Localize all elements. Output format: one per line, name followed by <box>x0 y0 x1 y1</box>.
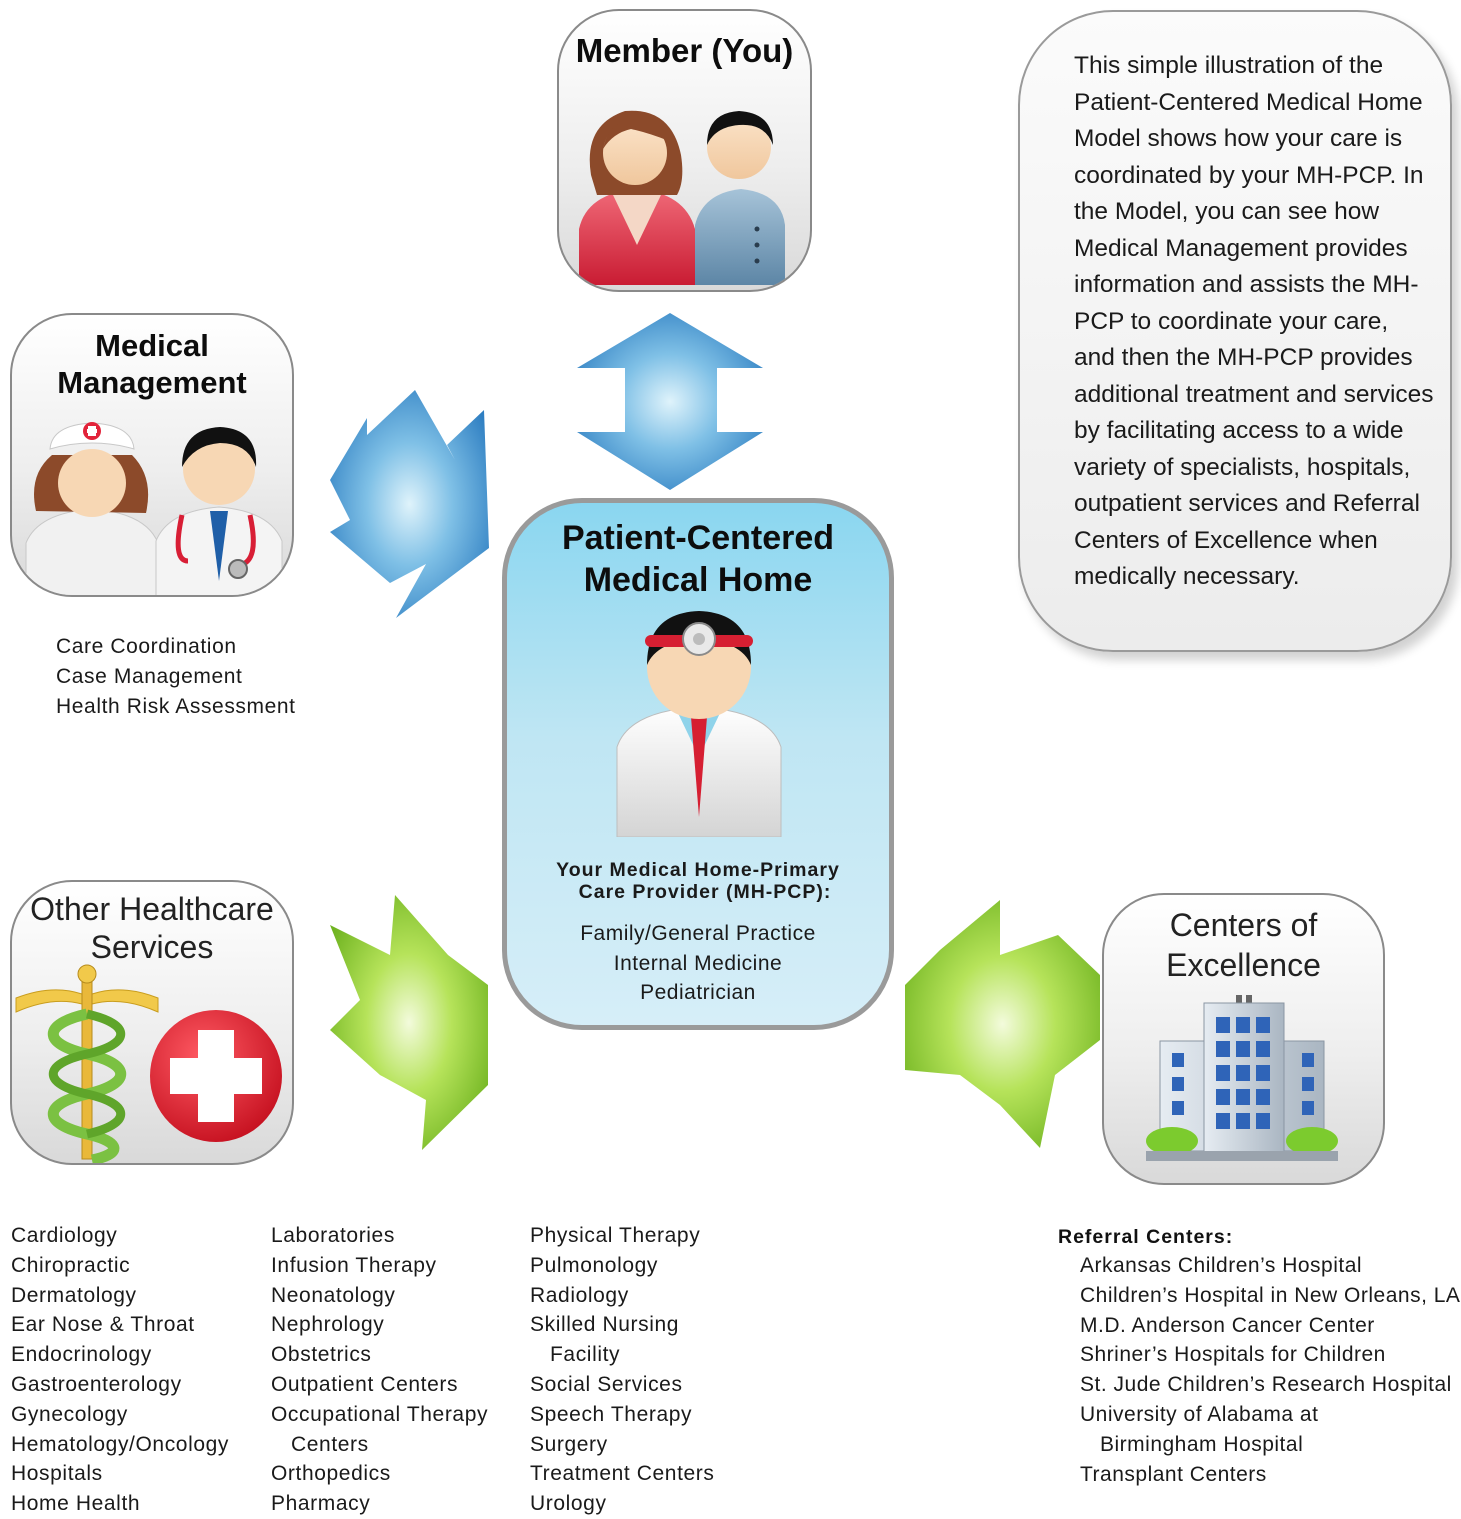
list-item: Treatment Centers <box>530 1462 715 1486</box>
list-item: Urology <box>530 1492 607 1516</box>
list-item: M.D. Anderson Cancer Center <box>1080 1313 1375 1337</box>
referral-heading: Referral Centers: <box>1058 1226 1234 1248</box>
medical-management-card: Medical Management <box>10 313 294 597</box>
list-item: Transplant Centers <box>1080 1462 1267 1486</box>
list-item: Health Risk Assessment <box>56 694 296 718</box>
list-item: Endocrinology <box>11 1343 152 1367</box>
services-column-2: Laboratories Infusion Therapy Neonatolog… <box>271 1221 488 1519</box>
list-item: Speech Therapy <box>530 1402 693 1426</box>
pcmh-card: Patient-Centered Medical Home Your Medic… <box>502 498 894 1030</box>
list-item: Dermatology <box>11 1283 137 1307</box>
red-cross-icon <box>150 1010 282 1142</box>
list-item: Children’s Hospital in New Orleans, LA <box>1080 1283 1461 1307</box>
list-item: Birmingham Hospital <box>1100 1432 1304 1456</box>
list-item: Physical Therapy <box>530 1224 701 1247</box>
pcmh-provider-heading: Your Medical Home-Primary Care Provider … <box>556 859 840 903</box>
list-item: Arkansas Children’s Hospital <box>1080 1254 1363 1277</box>
list-item: Neonatology <box>271 1283 396 1307</box>
list-item: St. Jude Children’s Research Hospital <box>1080 1373 1452 1397</box>
caduceus-icon <box>15 964 159 1163</box>
list-item: Infusion Therapy <box>271 1253 437 1277</box>
list-item: Chiropractic <box>11 1253 131 1277</box>
member-pcmh-arrow <box>577 313 763 490</box>
member-couple-icon <box>579 110 785 285</box>
list-item: Care Coordination <box>56 635 237 658</box>
list-item: Ear Nose & Throat <box>11 1313 195 1337</box>
list-item: Skilled Nursing <box>530 1313 680 1337</box>
nurse-icon <box>25 422 159 595</box>
other-services-title: Other Healthcare Services <box>30 891 274 965</box>
list-item: Hematology/Oncology <box>11 1432 230 1456</box>
centers-card: Centers of Excellence <box>1102 893 1385 1185</box>
explanation-text: This simple illustration of the Patient-… <box>1074 52 1434 590</box>
list-item: University of Alabama at <box>1080 1402 1319 1426</box>
hospital-building-icon <box>1146 995 1338 1161</box>
member-title: Member (You) <box>575 32 794 69</box>
list-item: Laboratories <box>271 1224 395 1247</box>
list-item: Facility <box>550 1343 621 1367</box>
list-item: Pharmacy <box>271 1492 371 1516</box>
medmgmt-pcmh-arrow <box>330 390 489 618</box>
list-item: Outpatient Centers <box>271 1372 459 1396</box>
explanation-note: This simple illustration of the Patient-… <box>1018 10 1452 652</box>
services-column-3: Physical Therapy Pulmonology Radiology S… <box>530 1221 715 1519</box>
list-item: Hospitals <box>11 1462 103 1486</box>
other-services-card: Other Healthcare Services <box>10 880 294 1165</box>
referral-list: Arkansas Children’s Hospital Children’s … <box>1080 1251 1460 1489</box>
list-item: Cardiology <box>11 1224 118 1247</box>
list-item: Centers <box>291 1432 369 1456</box>
list-item: Gynecology <box>11 1402 128 1426</box>
member-card: Member (You) <box>557 9 812 292</box>
list-item: Pulmonology <box>530 1253 659 1277</box>
list-item: Home Health <box>11 1492 141 1516</box>
centers-title: Centers of Excellence <box>1166 907 1321 983</box>
physician-head-mirror-icon <box>616 611 782 837</box>
list-item: Gastroenterology <box>11 1372 182 1396</box>
pcmh-title: Patient-Centered Medical Home <box>561 519 835 599</box>
list-item: Orthopedics <box>271 1462 391 1486</box>
doctor-stethoscope-icon <box>155 427 283 595</box>
list-item: Case Management <box>56 664 243 688</box>
list-item: Pediatrician <box>640 981 756 1004</box>
services-column-1: Cardiology Chiropractic Dermatology Ear … <box>11 1221 229 1519</box>
list-item: Nephrology <box>271 1313 385 1337</box>
list-item: Surgery <box>530 1432 608 1456</box>
list-item: Family/General Practice <box>580 922 816 945</box>
list-item: Radiology <box>530 1283 629 1307</box>
list-item: Social Services <box>530 1372 683 1396</box>
centers-pcmh-arrow <box>905 900 1100 1148</box>
list-item: Obstetrics <box>271 1343 372 1367</box>
list-item: Shriner’s Hospitals for Children <box>1080 1343 1386 1367</box>
list-item: Occupational Therapy <box>271 1402 489 1426</box>
medical-management-title: Medical Management <box>57 328 247 400</box>
other-pcmh-arrow <box>330 895 488 1150</box>
pcmh-provider-types: Family/General Practice Internal Medicin… <box>507 919 889 1008</box>
medical-management-list: Care Coordination Case Management Health… <box>56 632 296 721</box>
list-item: Internal Medicine <box>613 951 783 975</box>
